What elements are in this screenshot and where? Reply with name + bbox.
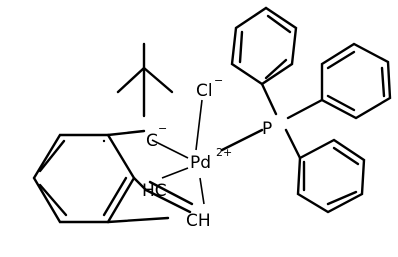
tert-butyl-group [116,42,174,118]
phenyl-right [286,42,392,120]
phenyl-bottom [284,128,366,214]
carbanion-label: C [146,131,158,151]
backbone-bonds [106,129,194,224]
atom-labels: Cl − Pd 2+ P C − HC CH [142,74,272,231]
carbanion-charge: − [158,122,167,135]
ch-right-label: CH [186,211,211,231]
palladium-charge: 2+ [216,146,232,159]
palladium-label: Pd [190,153,211,173]
ch-lower-label: HC [142,181,167,201]
chloride-label: Cl [196,81,213,101]
benzo-ring [32,133,136,224]
pd-coordination [151,99,264,205]
phenyl-top [230,6,298,116]
chloride-charge: − [214,74,223,87]
phosphorus-label: P [262,119,272,139]
